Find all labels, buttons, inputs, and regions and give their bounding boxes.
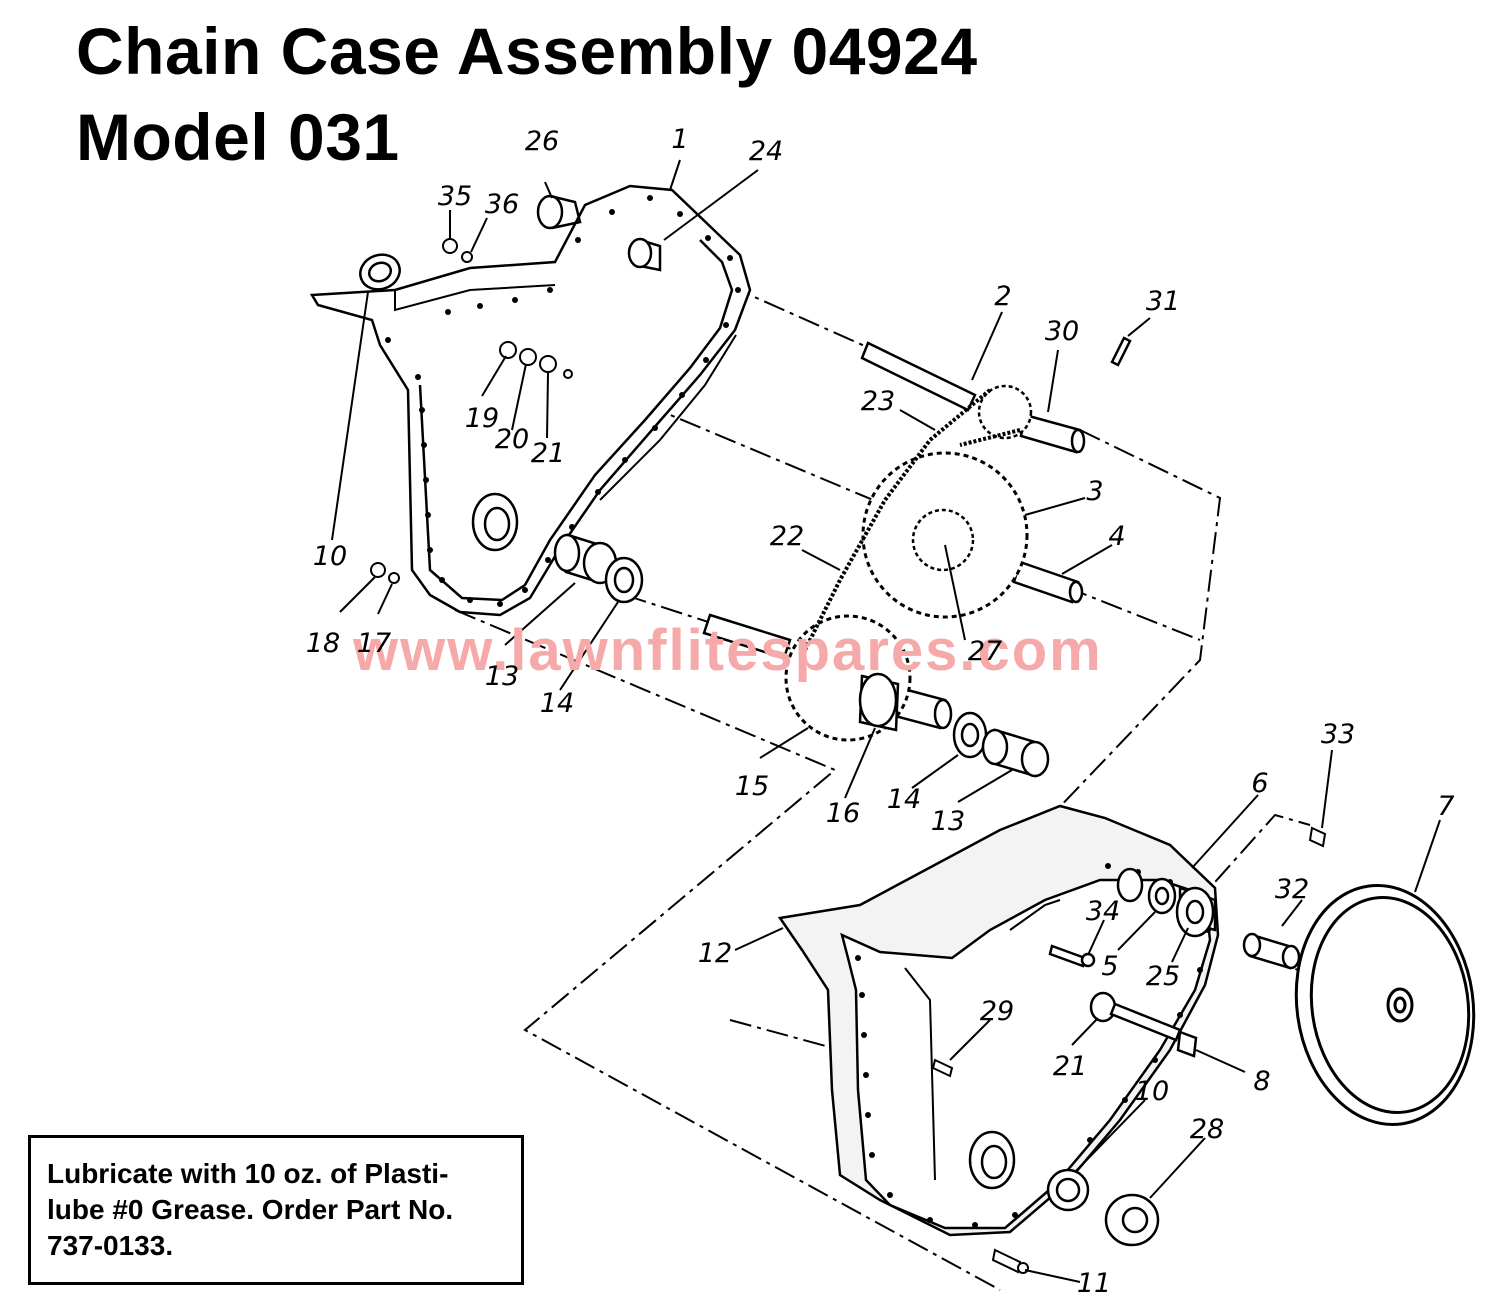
callout-24: 24 <box>749 136 783 167</box>
callout-3: 3 <box>1086 476 1103 507</box>
part-10-seal-left <box>359 253 401 291</box>
part-14-washer-left <box>604 556 644 604</box>
part-29-screw <box>931 1058 954 1078</box>
hardware-nuts-washers <box>370 238 1093 1005</box>
callout-22: 22 <box>770 521 804 552</box>
callout-30: 30 <box>1045 316 1079 347</box>
callout-19: 19 <box>465 403 499 434</box>
lubrication-note: Lubricate with 10 oz. of Plasti-lube #0 … <box>28 1135 524 1285</box>
callout-21-left: 21 <box>531 438 565 469</box>
roller-chain <box>798 388 1021 661</box>
callout-36: 36 <box>485 189 519 220</box>
callout-15: 15 <box>735 771 769 802</box>
callout-29: 29 <box>980 996 1014 1027</box>
callout-11: 11 <box>1077 1268 1111 1299</box>
callout-13-right: 13 <box>931 806 965 837</box>
sprocket-27-small <box>911 508 975 572</box>
part-7-pulley <box>1294 884 1476 1126</box>
page-title: Chain Case Assembly 04924 <box>76 14 978 88</box>
callout-10-left: 10 <box>313 541 347 572</box>
part-28-cap <box>1104 1193 1160 1247</box>
callout-10-right: 10 <box>1135 1076 1169 1107</box>
part-callouts: 1 2 3 4 5 6 7 8 10 10 11 12 13 13 14 14 … <box>306 124 1455 1299</box>
callout-7: 7 <box>1437 791 1454 822</box>
bearing-boss-right <box>968 867 1144 1190</box>
leader-lines <box>331 159 1441 1283</box>
part-11-screw <box>991 1248 1029 1274</box>
callout-23: 23 <box>861 386 895 417</box>
callout-21-right: 21 <box>1053 1051 1087 1082</box>
part-13-bearing-right <box>981 728 1050 778</box>
callout-4: 4 <box>1108 521 1125 552</box>
callout-8: 8 <box>1253 1066 1270 1097</box>
callout-2: 2 <box>994 281 1011 312</box>
part-32-spacer <box>1242 932 1301 970</box>
callout-27: 27 <box>968 636 1002 667</box>
callout-13-left: 13 <box>485 661 519 692</box>
part-6-hub-with-bolt-25 <box>1175 886 1217 938</box>
bearing-boss-left <box>471 492 519 552</box>
callout-35: 35 <box>438 181 472 212</box>
part-16-hub <box>858 672 900 732</box>
callout-33: 33 <box>1321 719 1355 750</box>
callout-25: 25 <box>1146 961 1180 992</box>
shafts-and-pins <box>702 336 1132 730</box>
part-10-seal-right <box>1046 1168 1090 1212</box>
sprocket-23-small-upper <box>977 384 1033 440</box>
callout-32: 32 <box>1275 874 1309 905</box>
callout-34: 34 <box>1086 896 1120 927</box>
callout-28: 28 <box>1190 1114 1224 1145</box>
callout-5: 5 <box>1101 951 1118 982</box>
part-24-bushing <box>627 237 662 272</box>
case-bolt-holes-left <box>385 195 741 607</box>
callout-14-left: 14 <box>540 688 574 719</box>
part-14-washer-right <box>952 711 988 759</box>
callout-31: 31 <box>1146 286 1180 317</box>
callout-26: 26 <box>525 126 559 157</box>
callout-14-right: 14 <box>887 784 921 815</box>
callout-6: 6 <box>1251 768 1268 799</box>
part-5-bearing <box>1147 877 1177 915</box>
page-subtitle-model: Model 031 <box>76 100 400 174</box>
callout-17: 17 <box>357 628 391 659</box>
callout-16: 16 <box>826 798 860 829</box>
part-33-screw <box>1308 826 1327 848</box>
callout-18: 18 <box>306 628 340 659</box>
watermark: www.lawnflitespares.com <box>352 618 1103 683</box>
part-8-bolt <box>1089 991 1198 1058</box>
callout-1: 1 <box>671 124 688 155</box>
part-26-plug <box>536 194 582 230</box>
chain-case-half-left <box>309 184 752 617</box>
callout-20: 20 <box>495 424 529 455</box>
callout-12: 12 <box>698 938 732 969</box>
chain-case-half-right <box>777 804 1220 1237</box>
part-34-bolt <box>1048 944 1096 968</box>
